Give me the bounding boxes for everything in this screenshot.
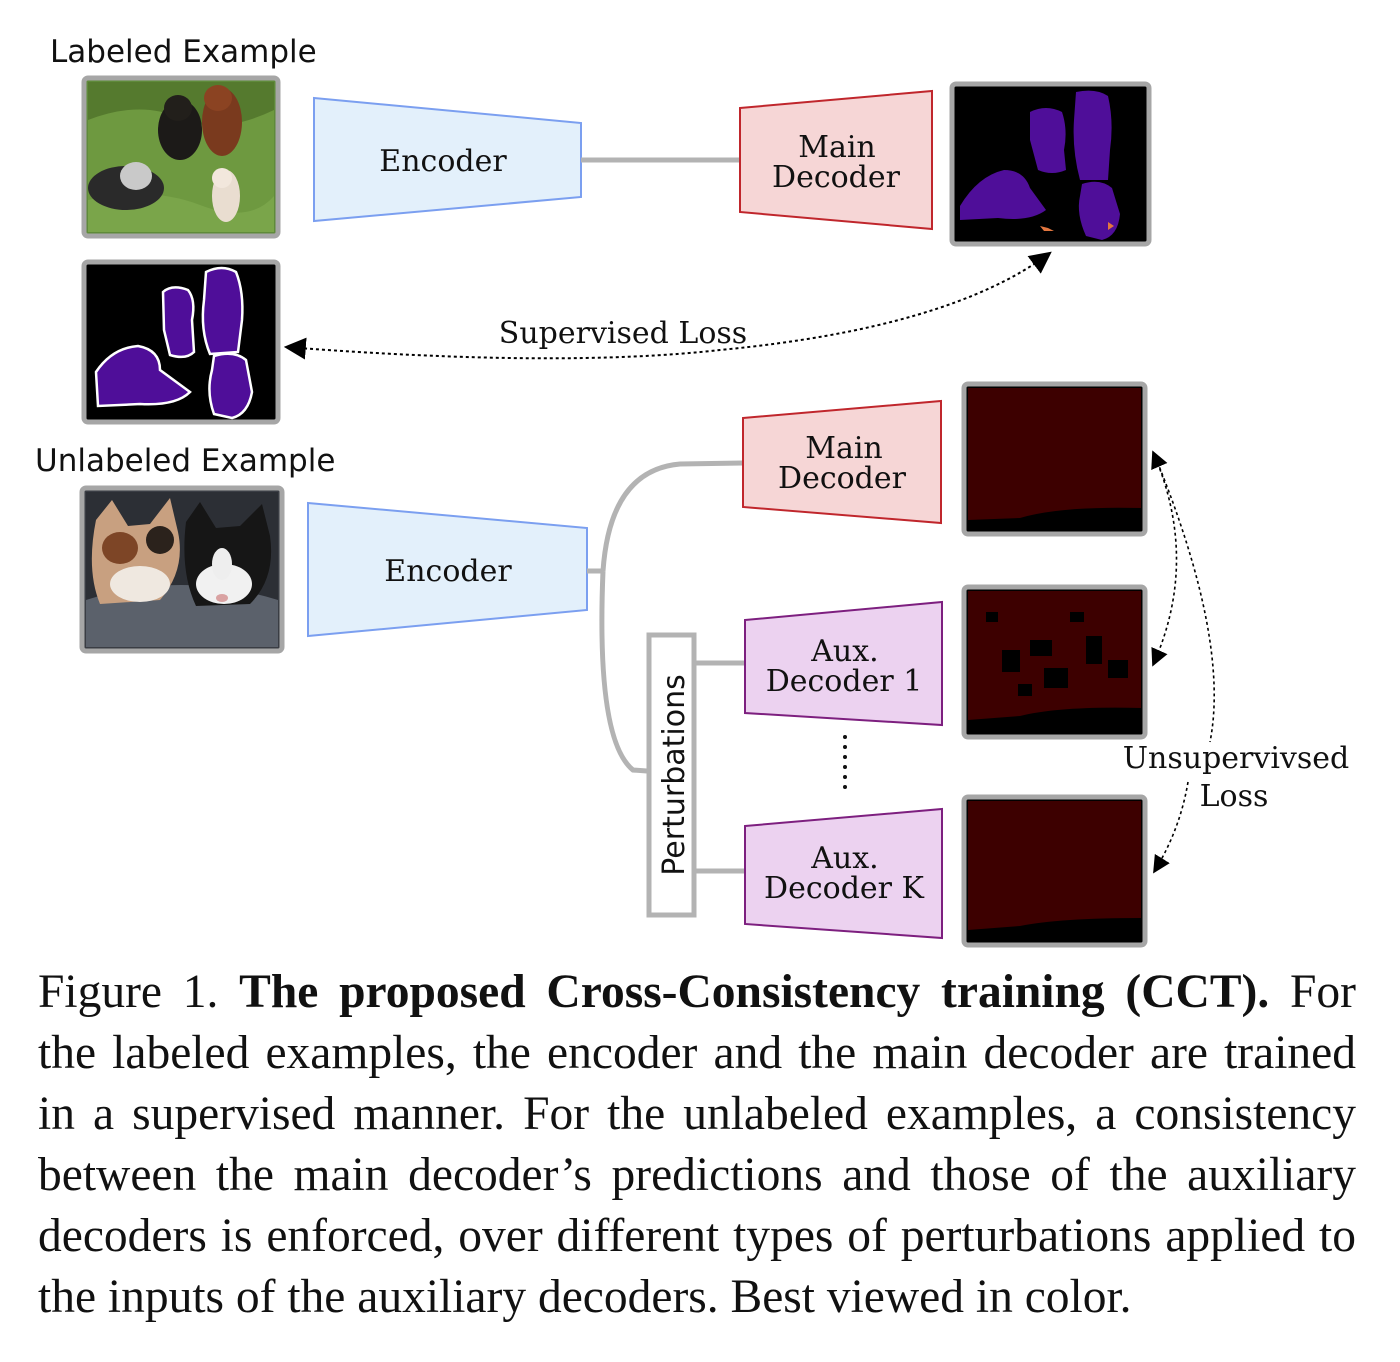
- caption-prefix: Figure 1.: [38, 966, 240, 1018]
- labeled-photo-dogs: [81, 75, 281, 239]
- svg-text:Decoder: Decoder: [772, 160, 901, 195]
- main-decoder-unlabeled: Main Decoder: [742, 399, 942, 525]
- main-decoder-labeled: Main Decoder: [739, 89, 933, 231]
- aux-decoder-k: Aux. Decoder K: [744, 807, 943, 940]
- perturbations-block: Perturbations: [646, 632, 697, 918]
- svg-text:Aux.: Aux.: [810, 634, 878, 669]
- unsupervised-loss-label-line1: Unsupervivsed: [1123, 741, 1349, 776]
- unlabeled-photo-cats: [79, 485, 285, 654]
- labeled-example-title: Labeled Example: [50, 34, 317, 70]
- svg-text:Encoder: Encoder: [384, 554, 512, 589]
- svg-text:Decoder: Decoder: [778, 461, 907, 496]
- svg-text:Main: Main: [798, 130, 876, 165]
- caption-body: For the labeled examples, the encoder an…: [38, 966, 1356, 1323]
- svg-text:Decoder K: Decoder K: [764, 871, 925, 906]
- prediction-labeled: [949, 81, 1152, 247]
- unsupervised-loss-arrows: [1151, 450, 1215, 874]
- svg-text:Perturbations: Perturbations: [657, 674, 692, 875]
- prediction-main-decoder: [961, 381, 1148, 537]
- encoder-block-unlabeled: Encoder: [307, 501, 588, 638]
- supervised-loss-arrow: [283, 251, 1052, 360]
- supervised-loss-label: Supervised Loss: [499, 316, 747, 351]
- svg-text:Aux.: Aux.: [810, 841, 878, 876]
- encoder-block-labeled: Encoder: [313, 96, 582, 223]
- connector-encoder-branches: [587, 460, 745, 874]
- ellipsis-dots: [843, 735, 847, 789]
- figure-caption: Figure 1. The proposed Cross-Consistency…: [38, 962, 1356, 1328]
- ground-truth-mask: [81, 259, 281, 425]
- svg-text:Main: Main: [805, 431, 883, 466]
- cct-diagram: Labeled Example Unlabeled Example Encode…: [35, 34, 1349, 948]
- prediction-aux-decoder-k: [961, 794, 1148, 948]
- prediction-aux-decoder-1: [961, 584, 1148, 740]
- unlabeled-example-title: Unlabeled Example: [35, 443, 335, 479]
- svg-text:Encoder: Encoder: [379, 144, 507, 179]
- unsupervised-loss-label-line2: Loss: [1200, 779, 1269, 814]
- caption-bold-title: The proposed Cross-Consistency training …: [239, 966, 1270, 1018]
- svg-text:Decoder 1: Decoder 1: [766, 664, 923, 699]
- aux-decoder-1: Aux. Decoder 1: [744, 600, 943, 727]
